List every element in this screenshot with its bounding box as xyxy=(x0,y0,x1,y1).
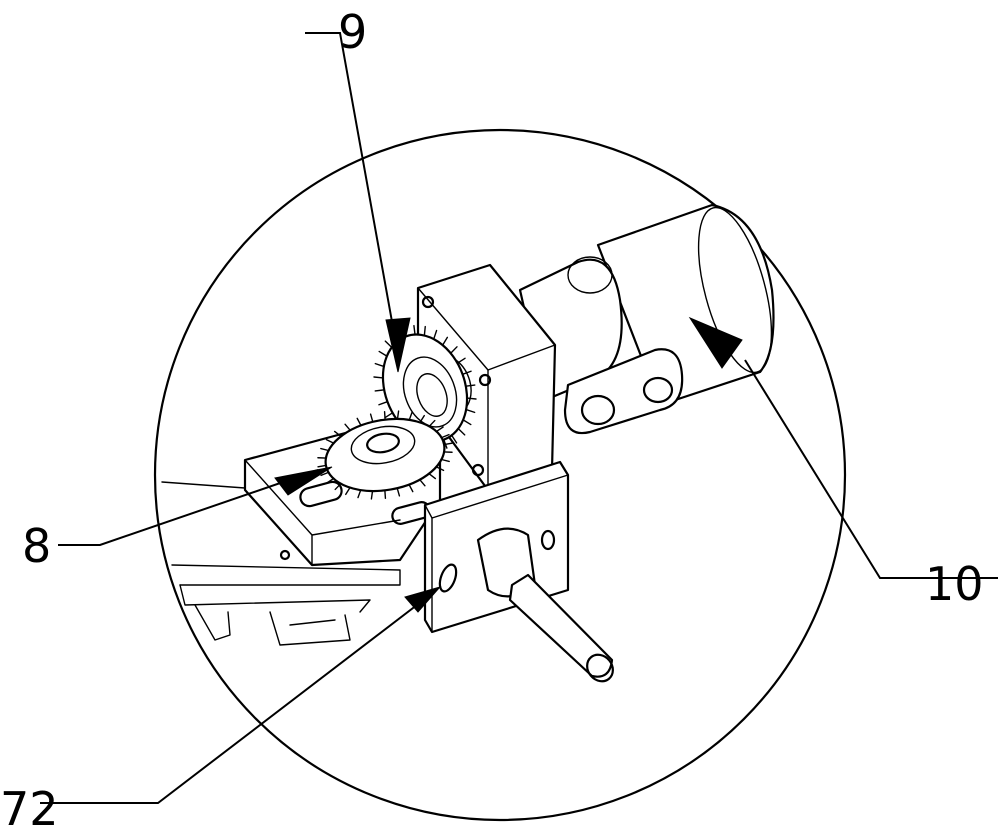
leader-72 xyxy=(40,587,440,803)
leader-9 xyxy=(305,33,410,372)
gear-tooth xyxy=(385,490,386,498)
gear-tooth xyxy=(375,390,384,391)
label-9: 9 xyxy=(338,5,367,59)
label-10: 10 xyxy=(925,557,984,611)
gear-tooth xyxy=(385,413,393,418)
label-8: 8 xyxy=(22,519,51,573)
gear-tooth xyxy=(424,327,425,336)
gear-tooth xyxy=(414,326,415,335)
gear-tooth xyxy=(441,460,449,462)
gear-tooth xyxy=(379,351,387,356)
gear-tooth xyxy=(375,364,384,367)
label-72: 72 xyxy=(0,782,59,836)
gear-tooth xyxy=(467,398,476,399)
gear-tooth xyxy=(374,377,383,378)
gear-tooth xyxy=(371,414,373,422)
gear-tooth xyxy=(357,418,361,425)
gear-tooth xyxy=(345,424,350,430)
gear-tooth xyxy=(379,402,387,405)
gear-tooth xyxy=(385,412,386,420)
